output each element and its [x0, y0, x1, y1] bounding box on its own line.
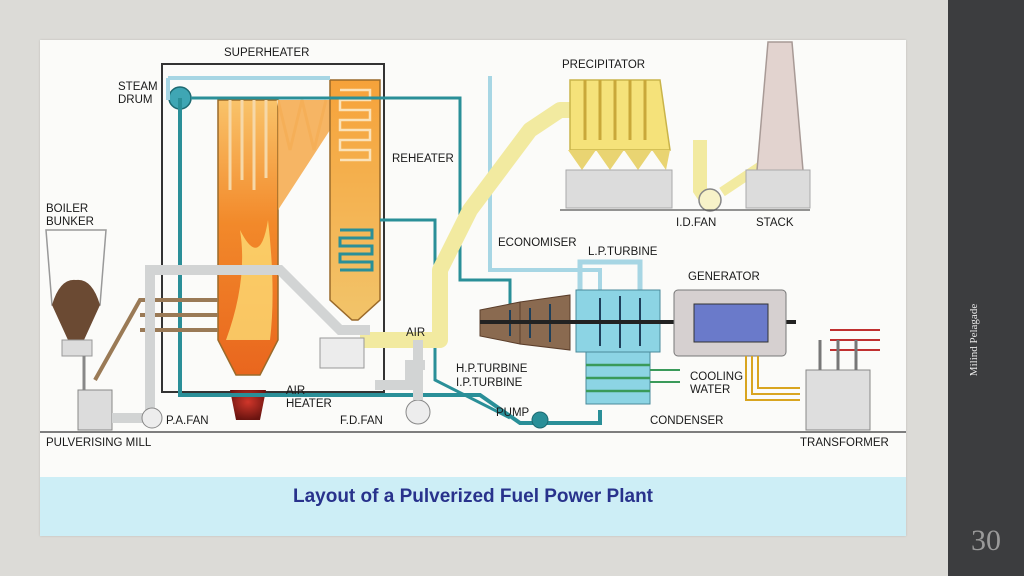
label-steam-drum-2: DRUM — [118, 94, 153, 106]
feedwater-pipe — [178, 98, 602, 425]
label-id-fan: I.D.FAN — [676, 217, 716, 229]
label-precipitator: PRECIPITATOR — [562, 59, 645, 71]
stack — [755, 41, 805, 183]
steam-main-pipe — [191, 96, 512, 315]
label-pump: PUMP — [496, 407, 530, 419]
label-air-heater-2: HEATER — [286, 398, 332, 410]
label-superheater: SUPERHEATER — [224, 47, 309, 59]
air-heater — [319, 337, 365, 369]
label-cooling-water-2: WATER — [690, 384, 730, 396]
fd-fan-icon — [405, 399, 431, 425]
label-boiler-bunker-2: BUNKER — [46, 216, 94, 228]
precipitator-base — [565, 169, 673, 209]
label-boiler-bunker-1: BOILER — [46, 203, 88, 215]
label-stack: STACK — [756, 217, 794, 229]
label-hp-turbine: H.P.TURBINE — [456, 363, 528, 375]
reheater-column — [329, 79, 381, 321]
label-cooling-water-1: COOLING — [690, 371, 743, 383]
boiler-frame — [161, 63, 385, 393]
page-number: 30 — [971, 524, 1001, 557]
label-ip-turbine: I.P.TURBINE — [456, 377, 523, 389]
diagram-caption: Layout of a Pulverized Fuel Power Plant — [292, 486, 654, 507]
power-plant-diagram: SUPERHEATER STEAM DRUM PRECIPITATOR REHE… — [40, 40, 906, 536]
saturated-steam-line — [166, 76, 330, 100]
label-economiser: ECONOMISER — [498, 237, 577, 249]
label-air: AIR — [406, 327, 425, 339]
ash-hopper — [230, 390, 266, 420]
pulverising-mill — [77, 389, 113, 431]
economiser-coils — [338, 228, 374, 272]
coal-pile — [52, 279, 100, 340]
label-fd-fan: F.D.FAN — [340, 415, 383, 427]
coal-pipes — [93, 298, 218, 381]
pa-fan-icon — [141, 407, 163, 429]
cooling-water-lines — [650, 369, 680, 383]
slide-sidebar: Milind Pelagade 30 — [948, 0, 1024, 576]
label-transformer: TRANSFORMER — [800, 437, 889, 449]
reheater-coils — [338, 88, 372, 162]
caption-band — [40, 477, 906, 536]
label-pulverising-mill: PULVERISING MILL — [46, 437, 152, 449]
precipitator-hoppers — [568, 150, 670, 170]
label-lp-turbine: L.P.TURBINE — [588, 246, 658, 258]
label-steam-drum-1: STEAM — [118, 81, 158, 93]
transformer-bushings — [818, 340, 858, 370]
label-air-heater-1: AIR — [286, 385, 305, 397]
flue-gas-duct — [360, 102, 570, 348]
pump-icon — [531, 411, 549, 429]
diagram-canvas: SUPERHEATER STEAM DRUM PRECIPITATOR REHE… — [40, 41, 906, 449]
stack-base — [745, 169, 811, 209]
feeder — [61, 339, 93, 357]
superheater-section — [278, 100, 330, 210]
generator-wires — [745, 356, 800, 401]
precipitator-plates — [583, 80, 647, 140]
crossover-pipe — [577, 259, 643, 298]
label-condenser: CONDENSER — [650, 415, 723, 427]
id-fan-icon — [698, 188, 722, 212]
label-generator: GENERATOR — [688, 271, 760, 283]
flame — [226, 220, 273, 340]
condenser-tubes — [586, 363, 650, 393]
transformer — [805, 369, 871, 431]
author-name: Milind Pelagade — [968, 303, 980, 377]
label-reheater: REHEATER — [392, 153, 454, 165]
label-pa-fan: P.A.FAN — [166, 415, 209, 427]
superheater-tubes — [228, 99, 328, 190]
generator-core — [693, 303, 769, 343]
